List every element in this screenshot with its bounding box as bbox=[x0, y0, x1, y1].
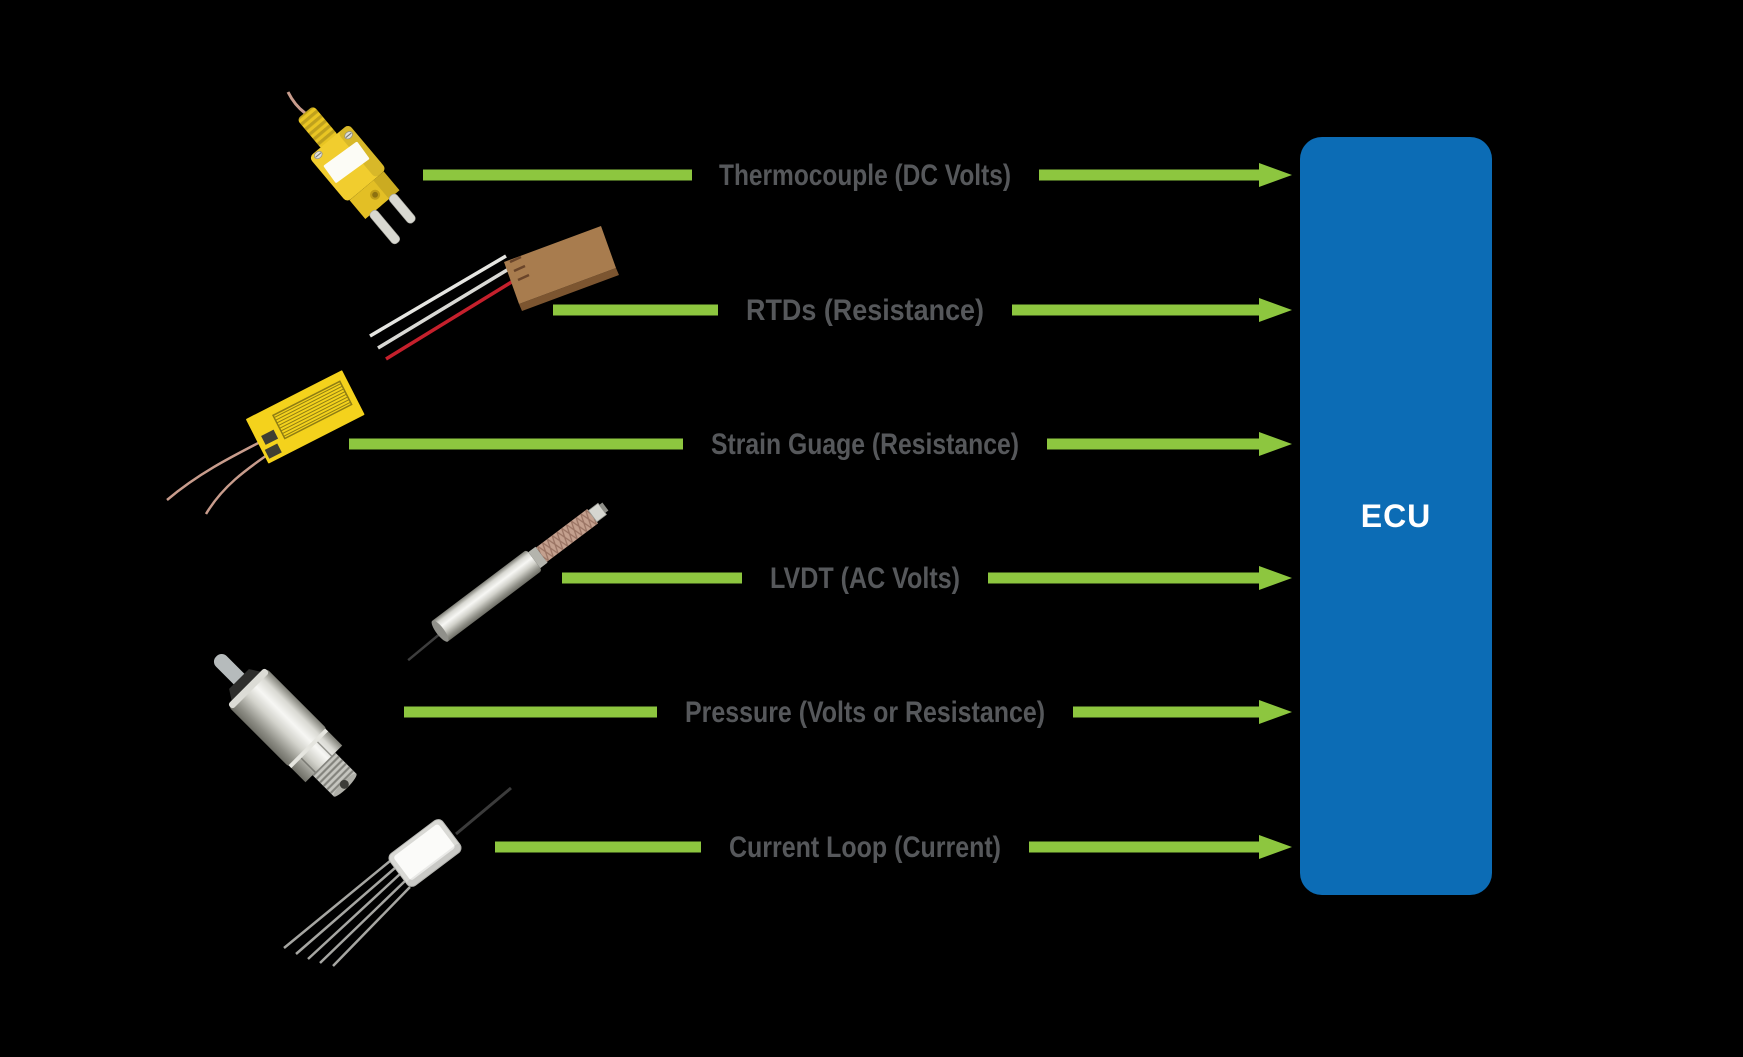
ecu-rect bbox=[1300, 137, 1492, 895]
loop-wires-gray bbox=[283, 860, 411, 967]
gauge-tab-2 bbox=[264, 443, 282, 459]
strain-gauge-illustration bbox=[166, 370, 365, 515]
gauge-pad bbox=[246, 370, 365, 464]
gauge-grid-border bbox=[271, 380, 353, 440]
gauge-tab-1 bbox=[261, 429, 279, 445]
loop-wire-black bbox=[455, 786, 512, 836]
arrowhead-icon bbox=[1259, 700, 1292, 724]
row-rtd: RTDs (Resistance) bbox=[553, 294, 1292, 327]
lvdt-illustration bbox=[407, 502, 609, 662]
pressure-thread-grooves bbox=[312, 752, 357, 797]
rtd-illustration bbox=[369, 226, 619, 361]
prong-right bbox=[388, 193, 416, 224]
loop-module-face bbox=[394, 824, 455, 880]
row-pressure: Pressure (Volts or Resistance) bbox=[404, 696, 1292, 729]
row-label-pressure: Pressure (Volts or Resistance) bbox=[685, 696, 1045, 729]
row-current-loop: Current Loop (Current) bbox=[495, 831, 1292, 864]
ecu-label: ECU bbox=[1361, 498, 1432, 534]
row-label-thermocouple: Thermocouple (DC Volts) bbox=[719, 159, 1011, 192]
pressure-port-hole bbox=[339, 779, 349, 789]
ecu-box: ECU bbox=[1300, 137, 1492, 895]
lvdt-body bbox=[431, 550, 541, 642]
arrowhead-icon bbox=[1259, 566, 1292, 590]
row-label-lvdt: LVDT (AC Volts) bbox=[770, 562, 960, 595]
lvdt-core-rod bbox=[407, 631, 443, 662]
loop-module bbox=[388, 819, 463, 888]
arrowhead-icon bbox=[1259, 432, 1292, 456]
hex-facet-line-1 bbox=[315, 739, 333, 757]
connector-hole-inner bbox=[372, 191, 378, 198]
strain-relief-ribs bbox=[298, 107, 338, 149]
prong-left bbox=[369, 209, 400, 245]
gauge-wire-1 bbox=[166, 435, 271, 501]
thermocouple-connector bbox=[298, 107, 416, 245]
row-label-rtd: RTDs (Resistance) bbox=[746, 294, 984, 327]
hex-facet-line-2 bbox=[299, 756, 316, 773]
connector-step-shade bbox=[373, 171, 400, 200]
rtd-wire-white-1 bbox=[369, 254, 507, 338]
lvdt-collar bbox=[528, 546, 548, 569]
rtd-element bbox=[504, 226, 616, 304]
lvdt-end-cap bbox=[431, 620, 449, 642]
gauge-wire-2 bbox=[204, 449, 274, 515]
gauge-grid bbox=[273, 381, 352, 439]
connector-label-sticker bbox=[323, 141, 370, 183]
lvdt-braid-texture bbox=[536, 508, 599, 562]
lvdt-ferrule-tip bbox=[599, 502, 609, 513]
row-lvdt: LVDT (AC Volts) bbox=[562, 562, 1292, 595]
row-label-strain-gauge: Strain Guage (Resistance) bbox=[711, 428, 1019, 461]
pressure-sensor-illustration bbox=[213, 653, 357, 797]
hex-nut-highlight bbox=[288, 728, 329, 769]
pressure-thread-face bbox=[333, 773, 357, 797]
arrowhead-icon bbox=[1259, 163, 1292, 187]
current-loop-illustration bbox=[283, 786, 512, 967]
arrowhead-icon bbox=[1259, 835, 1292, 859]
rtd-element-edge bbox=[519, 268, 619, 311]
row-strain-gauge: Strain Guage (Resistance) bbox=[349, 428, 1292, 461]
pressure-body bbox=[230, 670, 326, 766]
arrowhead-icon bbox=[1259, 298, 1292, 322]
row-label-current-loop: Current Loop (Current) bbox=[729, 831, 1001, 864]
connector-screws bbox=[313, 131, 353, 160]
rtd-terminals bbox=[509, 255, 530, 282]
pressure-hex-nut bbox=[289, 729, 343, 783]
pressure-cable bbox=[213, 653, 248, 688]
thermocouple-lead-wire bbox=[286, 91, 306, 115]
loop-module-shade bbox=[407, 843, 463, 888]
rtd-wire-red bbox=[385, 276, 519, 361]
flow-rows: Thermocouple (DC Volts) RTDs (Resistance… bbox=[349, 159, 1292, 864]
pressure-body-rim bbox=[228, 668, 269, 709]
rtd-wire-white-2 bbox=[377, 265, 513, 350]
thermocouple-illustration bbox=[286, 91, 416, 245]
row-thermocouple: Thermocouple (DC Volts) bbox=[423, 159, 1292, 192]
